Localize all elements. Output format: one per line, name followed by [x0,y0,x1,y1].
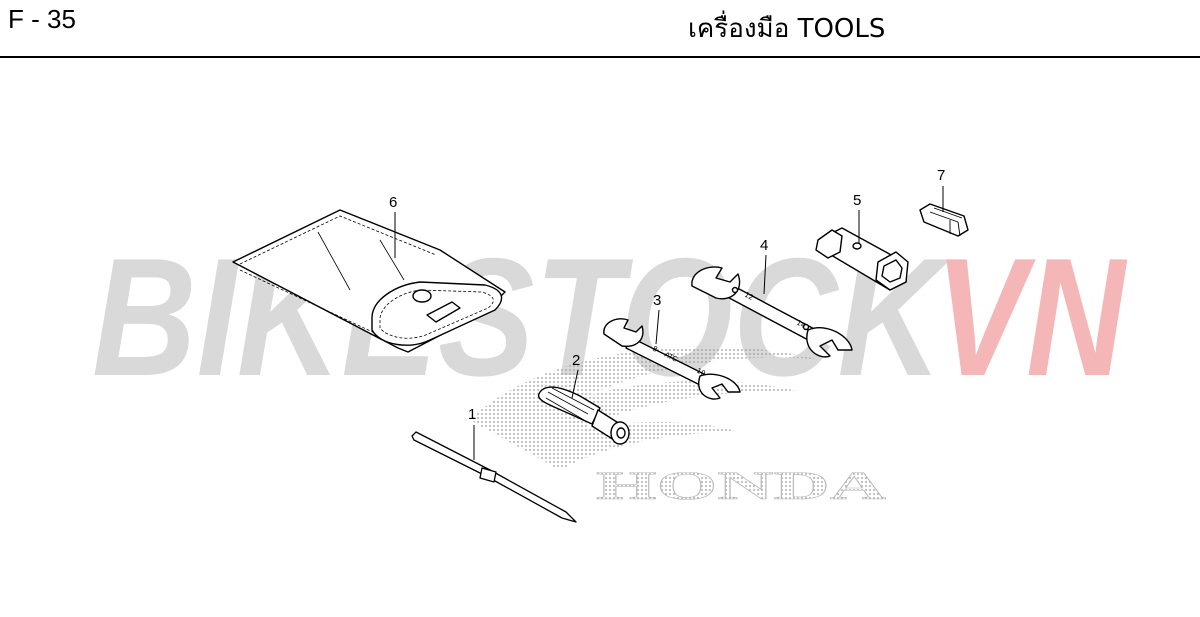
page-title: เครื่องมือ TOOLS [688,14,886,44]
honda-wing-logo: HONDA [470,346,887,508]
watermark: BIKESTOCK VN [92,223,1128,411]
wrench4-mark-12: 12 [743,291,755,302]
wrench3-mark-10: 10 [695,367,707,378]
leader-2 [571,369,579,399]
tool-bag-snap-button [412,289,432,303]
box-socket-wrench-drawing [815,227,909,291]
callout-labels: 1 2 3 4 5 6 7 [389,167,945,423]
fuse-puller-jaws [949,220,961,237]
fuse-puller-grooves [929,207,963,223]
callout-4: 4 [760,237,768,254]
callout-5: 5 [853,192,861,209]
tool-bag-logo-patch [426,301,461,323]
wrench4-head-large [806,327,853,358]
tool-bag-flap-stitch [379,289,494,339]
tool-bag-drawing [232,209,506,353]
screwdriver-grip-drawing [537,386,630,445]
page-header: F - 35 เครื่องมือ TOOLS [0,0,1200,58]
callout-6: 6 [389,194,397,211]
leader-lines [394,186,944,460]
wrench3-head-large [698,373,741,400]
honda-logo-text: HONDA [596,463,886,508]
socket-wrench-hex-hole [881,259,903,283]
wrench-8-10-drawing: 8 ATC 10 [603,318,741,400]
wrench3-mark-8: 8 [651,345,659,354]
grip-socket-hole [616,427,626,439]
wrench4-mark-14: 14 [795,319,807,331]
grip-flutes [545,387,595,421]
screwdriver-blade-drawing [411,431,577,523]
callout-3: 3 [653,292,661,309]
leader-3 [655,309,660,345]
header-divider [0,56,1200,58]
callout-7: 7 [937,167,945,184]
tool-bag-stitch-top [239,215,437,265]
wrench-12-14-drawing: 12 14 [691,266,853,358]
watermark-text-primary: BIKESTOCK [92,223,951,411]
fuse-puller-drawing [919,203,969,237]
wrench4-hole-b [802,323,810,331]
wrench4-hole-a [731,286,739,294]
callout-1: 1 [468,406,476,423]
tool-bag-stitch-bottom [239,269,395,343]
wrench4-head-small [691,266,741,300]
tool-bag-highlight-lines [317,231,405,291]
watermark-text-accent: VN [935,223,1128,411]
fuse-puller-body [919,203,969,237]
page-code: F - 35 [8,4,76,34]
wrench3-head-small [603,318,644,347]
honda-wing-shape [470,346,820,470]
socket-wrench-small-end [815,229,843,259]
blade-collar [479,467,497,483]
callout-2: 2 [572,352,580,369]
socket-wrench-tommy-hole [852,242,862,250]
leader-4 [763,254,767,295]
